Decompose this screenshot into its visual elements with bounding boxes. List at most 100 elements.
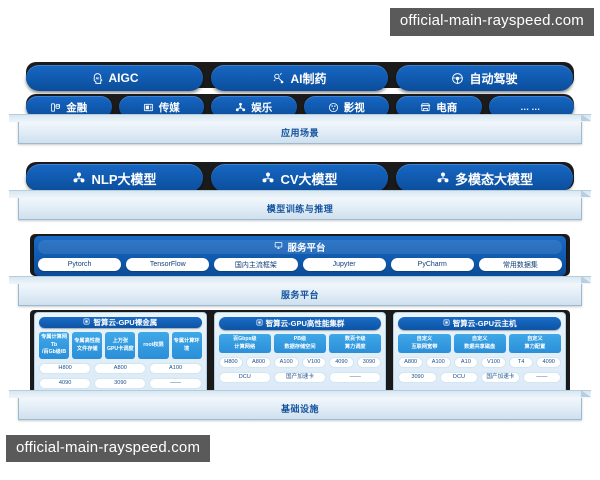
infra-feature-line: 自定义 bbox=[416, 336, 433, 342]
app-chip-label: 电商 bbox=[436, 101, 458, 114]
infra-chip[interactable]: H800 bbox=[218, 357, 244, 369]
molecule-icon bbox=[272, 72, 285, 85]
neural-cluster-icon bbox=[72, 171, 86, 185]
app-chip-label: 影视 bbox=[343, 101, 365, 114]
layer-model: 模型训练与推理 bbox=[9, 190, 591, 220]
service-chip[interactable]: Jupyter bbox=[302, 258, 386, 271]
application-secondary-row: 金融 传媒 娱乐 bbox=[26, 96, 574, 118]
service-chip-row: Pytorch TensorFlow 国内主流框架 Jupyter PyChar… bbox=[38, 258, 563, 271]
infra-feature: 上万张 GPU卡调度 bbox=[105, 332, 136, 359]
service-plinth: 服务平台 bbox=[9, 276, 591, 306]
plinth-bevel bbox=[9, 114, 591, 122]
infra-chip[interactable]: 3090 bbox=[94, 378, 147, 389]
application-layer-label: 应用场景 bbox=[280, 127, 319, 138]
infra-panel-cloud-host: 智算云-GPU云主机 自定义 互联网宽带 自定义 数据共享磁盘 自定义 算力配置… bbox=[393, 312, 567, 394]
app-chip-media[interactable]: 传媒 bbox=[118, 96, 204, 118]
infra-chip[interactable]: 国产加速卡 bbox=[273, 372, 327, 384]
infra-chip[interactable]: A800 bbox=[246, 357, 271, 369]
service-chip[interactable]: TensorFlow bbox=[126, 258, 210, 271]
app-chip-finance[interactable]: 金融 bbox=[26, 96, 112, 118]
infra-chip[interactable]: A100 bbox=[149, 363, 202, 374]
infra-feature-line: 上万张 bbox=[112, 338, 129, 345]
model-pill-nlp[interactable]: NLP大模型 bbox=[26, 164, 203, 192]
infra-chip[interactable]: A100 bbox=[273, 357, 299, 369]
infra-chip[interactable]: T4 bbox=[508, 357, 534, 369]
infra-feature-line: 算力调度 bbox=[344, 343, 366, 350]
infra-chip[interactable]: —— bbox=[522, 372, 562, 384]
infra-chip-row: 3090 DCU 国产加速卡 —— bbox=[398, 372, 562, 384]
infra-chip-row: DCU 国产加速卡 —— bbox=[218, 372, 382, 384]
infra-chip[interactable]: —— bbox=[329, 372, 382, 384]
service-chip[interactable]: PyCharm bbox=[390, 258, 474, 271]
infra-feature: 自定义 互联网宽带 bbox=[398, 334, 451, 354]
infra-chip[interactable]: A800 bbox=[398, 357, 423, 369]
plinth-bevel bbox=[9, 276, 591, 284]
layer-infrastructure: 基础设施 bbox=[9, 390, 591, 420]
app-pill-autonomous-driving[interactable]: 自动驾驶 bbox=[396, 65, 573, 91]
infra-chip[interactable]: DCU bbox=[218, 372, 271, 384]
watermark-top: official-main-rayspeed.com bbox=[389, 8, 594, 36]
server-icon bbox=[443, 319, 450, 328]
layer-service: 服务平台 bbox=[9, 276, 591, 306]
infra-chip[interactable]: 3090 bbox=[356, 357, 382, 369]
infra-chip[interactable]: —— bbox=[149, 378, 202, 389]
infra-chip[interactable]: V100 bbox=[301, 357, 327, 369]
plinth-bevel bbox=[9, 390, 591, 398]
infra-feature-line: 数据共享磁盘 bbox=[464, 343, 496, 350]
infra-feature-line: /百Gb级IB bbox=[41, 349, 67, 356]
infra-chip[interactable]: 3090 bbox=[398, 372, 437, 384]
infra-chip[interactable]: A800 bbox=[94, 363, 147, 374]
service-chip[interactable]: Pytorch bbox=[38, 258, 122, 271]
film-reel-icon bbox=[328, 102, 339, 113]
infra-feature-line: 文件存储 bbox=[76, 345, 98, 352]
app-chip-label: 金融 bbox=[66, 101, 88, 114]
app-chip-ecommerce[interactable]: 电商 bbox=[396, 96, 482, 118]
infra-chip[interactable]: A10 bbox=[453, 357, 479, 369]
service-layer-label: 服务平台 bbox=[280, 289, 319, 300]
neural-cluster-icon bbox=[261, 171, 275, 185]
service-chip[interactable]: 国内主流框架 bbox=[214, 258, 298, 271]
infra-feature-line: 数百卡级 bbox=[344, 336, 366, 342]
steering-icon bbox=[451, 72, 464, 85]
infra-chip[interactable]: H800 bbox=[39, 363, 92, 374]
server-icon bbox=[256, 319, 263, 328]
app-chip-film[interactable]: 影视 bbox=[303, 96, 389, 118]
infra-feature-line: PB级 bbox=[293, 336, 307, 342]
infra-chip[interactable]: DCU bbox=[439, 372, 479, 384]
infra-feature: 百Gbps级 计算网络 bbox=[218, 334, 271, 354]
infra-chip[interactable]: 4090 bbox=[39, 378, 92, 389]
plinth-bevel bbox=[9, 190, 591, 198]
infra-chip[interactable]: 4090 bbox=[536, 357, 561, 369]
app-chip-entertainment[interactable]: 娱乐 bbox=[211, 96, 297, 118]
infra-chip[interactable]: A100 bbox=[425, 357, 451, 369]
app-pill-aigc[interactable]: AI AIGC bbox=[26, 65, 203, 91]
infra-feature-line: 算力配置 bbox=[524, 343, 546, 350]
infra-feature-line: GPU卡调度 bbox=[106, 345, 134, 352]
app-chip-more[interactable]: …… bbox=[488, 96, 574, 118]
ai-head-icon: AI bbox=[91, 72, 104, 85]
model-pill-label: CV大模型 bbox=[280, 171, 338, 187]
infra-feature: 数百卡级 算力调度 bbox=[329, 334, 382, 354]
model-pill-label: NLP大模型 bbox=[91, 171, 157, 187]
model-pill-multimodal[interactable]: 多模态大模型 bbox=[396, 164, 573, 192]
watermark-bottom: official-main-rayspeed.com bbox=[6, 434, 211, 462]
svg-text:AI: AI bbox=[95, 76, 99, 80]
infra-feature: 专属计算环境 bbox=[171, 332, 202, 359]
app-pill-ai-pharma[interactable]: AI制药 bbox=[211, 65, 388, 91]
share-nodes-icon bbox=[235, 102, 246, 113]
model-pill-cv[interactable]: CV大模型 bbox=[211, 164, 388, 192]
infrastructure-plinth: 基础设施 bbox=[9, 390, 591, 420]
infra-chip[interactable]: 国产加速卡 bbox=[481, 372, 520, 384]
coins-icon bbox=[50, 102, 61, 113]
infra-feature: PB级 数据存储空间 bbox=[273, 334, 327, 354]
infra-feature: root权限 bbox=[138, 332, 169, 359]
infra-feature-line: 计算网络 bbox=[234, 343, 256, 350]
infra-panel-header: 智算云-GPU裸金属 bbox=[39, 317, 202, 329]
infra-panel-bare-metal: 智算云-GPU裸金属 专属计算网Tb /百Gb级IB 专属高性能 文件存储 上万… bbox=[34, 312, 207, 394]
infra-chip-row: H800 A800 A100 V100 4090 3090 bbox=[218, 357, 382, 369]
infra-chip[interactable]: 4090 bbox=[329, 357, 354, 369]
infra-feature-line: 百Gbps级 bbox=[232, 336, 257, 342]
layer-application: 应用场景 bbox=[9, 114, 591, 144]
service-chip[interactable]: 常用数据集 bbox=[478, 258, 563, 271]
infra-chip[interactable]: V100 bbox=[481, 357, 506, 369]
